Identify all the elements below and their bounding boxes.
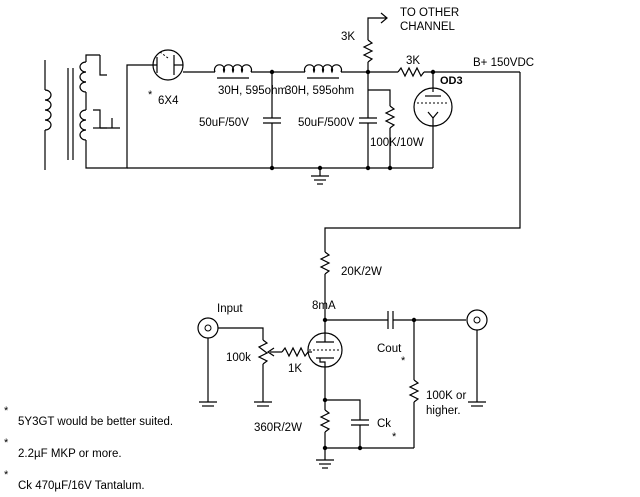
cout-label: Cout	[377, 343, 402, 355]
ck-label: Ck	[377, 418, 391, 430]
input-jack	[197, 317, 264, 407]
input-label: Input	[217, 303, 243, 315]
resistor-3k-top-label: 3K	[341, 31, 355, 43]
cap-2-label: 50uF/500V	[298, 117, 355, 129]
filter-capacitor-2	[359, 72, 377, 168]
filter-capacitor-1	[263, 72, 281, 168]
resistor-3k-series-label: 3K	[406, 55, 420, 67]
junction-dot	[357, 445, 363, 451]
resistor-3k-series	[397, 66, 520, 78]
to-other-channel-label-2: CHANNEL	[400, 21, 456, 33]
junction-dot	[322, 445, 328, 451]
note-2-marker: *	[4, 437, 9, 449]
junction-dot	[365, 165, 371, 171]
resistor-100k-output-label-2: higher.	[426, 405, 461, 417]
potentiometer-label: 100k	[226, 352, 251, 364]
power-transformer	[44, 54, 140, 170]
note-3: Ck 470µF/16V Tantalum.	[18, 480, 145, 492]
choke-1	[213, 64, 305, 79]
ground-bus	[127, 167, 433, 185]
volume-potentiometer	[254, 339, 282, 407]
resistor-100k-10w	[368, 89, 396, 168]
output-capacitor	[387, 311, 466, 329]
note-3-marker: *	[4, 469, 9, 481]
resistor-3k-other-channel	[362, 12, 388, 72]
cap-1-label: 50uF/50V	[199, 117, 249, 129]
choke-2	[303, 64, 398, 79]
junction-dot	[269, 165, 275, 171]
cout-marker: *	[401, 355, 406, 367]
resistor-100k-output-label-1: 100K or	[426, 390, 466, 402]
resistor-20k-label: 20K/2W	[341, 266, 382, 278]
note-1-marker: *	[4, 405, 9, 417]
plate-current-label: 8mA	[312, 300, 336, 312]
b-plus-line	[324, 72, 521, 252]
cathode-network	[316, 367, 414, 469]
resistor-1k-label: 1K	[288, 363, 302, 375]
resistor-20k-2w	[319, 251, 331, 336]
triode-tube	[307, 332, 343, 368]
output-jack	[466, 309, 488, 407]
rectifier-tube	[140, 49, 215, 81]
ck-marker: *	[392, 431, 397, 443]
resistor-100k-output	[408, 320, 420, 448]
resistor-100k-10w-label: 100K/10W	[370, 137, 424, 149]
junction-dot	[322, 397, 328, 403]
note-2: 2.2µF MKP or more.	[18, 448, 122, 460]
resistor-1k-grid	[281, 346, 312, 358]
od3-regulator-tube	[413, 72, 453, 168]
b-plus-label: B+ 150VDC	[473, 57, 534, 69]
to-other-channel-label-1: TO OTHER	[400, 7, 459, 19]
od3-label: OD3	[440, 75, 463, 87]
resistor-360-label: 360R/2W	[254, 422, 302, 434]
rectifier-marker: *	[148, 89, 153, 101]
rectifier-label: 6X4	[158, 95, 179, 107]
choke-2-label: 30H, 595ohm	[285, 85, 354, 97]
choke-1-label: 30H, 595ohm	[218, 85, 287, 97]
junction-dot	[387, 165, 393, 171]
junction-dot	[317, 165, 323, 171]
note-1: 5Y3GT would be better suited.	[18, 416, 173, 428]
